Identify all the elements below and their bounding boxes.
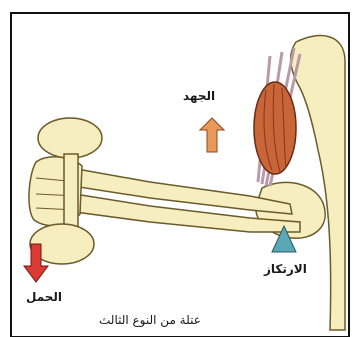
upper-arm-bone (291, 36, 345, 330)
diagram-caption: عتلة من النوع الثالث (99, 313, 201, 327)
biceps-muscle (254, 82, 296, 174)
fulcrum-label: الارتكاز (264, 262, 307, 276)
effort-arrow-icon (200, 118, 224, 152)
load-label: الحمل (26, 290, 62, 304)
effort-label: الجهد (183, 89, 215, 103)
